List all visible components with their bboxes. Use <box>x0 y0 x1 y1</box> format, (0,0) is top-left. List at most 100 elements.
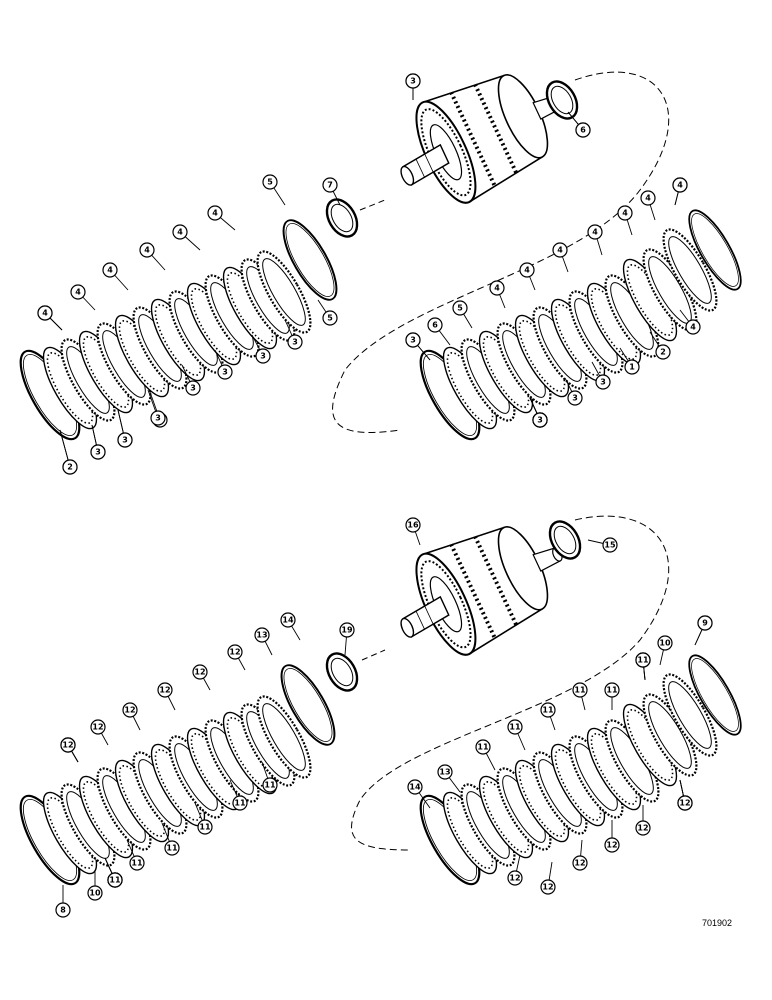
callout-number: 13 <box>439 768 450 777</box>
callout-bubble <box>322 310 338 326</box>
callout-top-4: 4 <box>102 262 129 291</box>
callout-number: 3 <box>95 448 101 457</box>
callout-bubble <box>595 374 611 390</box>
callout-bubble <box>604 837 620 853</box>
callout-bottom-12: 12 <box>572 839 588 871</box>
callout-bubble <box>87 885 103 901</box>
bottom-left-clutch-stack <box>8 657 346 894</box>
callout-number: 4 <box>144 246 150 255</box>
callout-bubble <box>405 332 421 348</box>
callout-bubble <box>122 702 138 718</box>
callout-bottom-11: 11 <box>507 719 526 751</box>
callout-number: 4 <box>622 209 628 218</box>
callout-bottom-12: 12 <box>540 861 556 895</box>
callout-top-2: 2 <box>59 429 78 475</box>
callout-top-3: 3 <box>90 424 106 460</box>
callout-bubble <box>604 682 620 698</box>
callout-bottom-10: 10 <box>87 870 103 901</box>
callout-bottom-12: 12 <box>677 779 693 811</box>
callout-top-4: 4 <box>489 280 506 309</box>
callout-bubble <box>532 412 548 428</box>
callout-number: 2 <box>660 348 666 357</box>
callout-bubble <box>640 190 656 206</box>
callout-bubble <box>55 902 71 918</box>
callout-number: 11 <box>109 876 121 885</box>
callout-bubble <box>262 174 278 190</box>
callout-bubble <box>427 317 443 333</box>
callout-top-3: 3 <box>591 361 611 390</box>
callout-bubble <box>157 682 173 698</box>
callout-bubble <box>102 262 118 278</box>
bottom-assembly <box>8 499 751 894</box>
callout-number: 1 <box>629 363 635 372</box>
callout-top-6: 6 <box>567 111 591 138</box>
callout-number: 12 <box>509 874 520 883</box>
drawing-number: 701902 <box>701 918 732 928</box>
callout-number: 14 <box>409 783 421 792</box>
callout-bottom-9: 9 <box>694 615 713 646</box>
callout-number: 11 <box>509 723 521 732</box>
callout-top-3: 3 <box>117 409 133 448</box>
callout-number: 11 <box>542 706 554 715</box>
callout-bubble <box>475 739 491 755</box>
callout-bubble <box>107 872 123 888</box>
callout-bottom-12: 12 <box>60 737 79 763</box>
callout-number: 6 <box>580 126 586 135</box>
callout-number: 11 <box>264 781 276 790</box>
callout-number: 12 <box>542 883 553 892</box>
callout-number: 12 <box>606 841 617 850</box>
callout-top-6: 6 <box>427 317 451 346</box>
callout-bubble <box>287 334 303 350</box>
callout-bubble <box>407 779 423 795</box>
callout-bottom-12: 12 <box>635 805 651 836</box>
callout-bubble <box>129 855 145 871</box>
callout-number: 5 <box>327 314 333 323</box>
callout-number: 19 <box>341 626 353 635</box>
callout-number: 10 <box>89 889 101 898</box>
callout-bubble <box>540 702 556 718</box>
callout-top-2: 2 <box>649 331 671 360</box>
callout-top-7: 7 <box>322 177 341 206</box>
callout-bottom-12: 12 <box>192 664 211 691</box>
callout-bottom-10: 10 <box>657 635 673 666</box>
callout-number: 4 <box>645 194 651 203</box>
callout-top-4: 4 <box>672 177 688 206</box>
callout-number: 4 <box>557 246 563 255</box>
callout-number: 3 <box>190 384 196 393</box>
callout-number: 3 <box>292 338 298 347</box>
callout-bottom-13: 13 <box>254 627 273 656</box>
callout-bottom-12: 12 <box>157 682 176 711</box>
callout-number: 7 <box>327 181 333 190</box>
callout-top-4: 4 <box>617 205 633 236</box>
callout-number: 12 <box>229 648 240 657</box>
callout-top-5: 5 <box>317 299 338 326</box>
callout-bubble <box>150 410 166 426</box>
callout-bubble <box>507 870 523 886</box>
callout-number: 3 <box>537 416 543 425</box>
callout-number: 5 <box>267 178 273 187</box>
callout-number: 12 <box>159 686 170 695</box>
callout-top-3: 3 <box>405 332 431 361</box>
seal-ring-7-upper <box>539 74 585 126</box>
callout-bubble <box>677 795 693 811</box>
callout-bottom-8: 8 <box>55 885 71 918</box>
callout-bottom-14: 14 <box>407 779 431 809</box>
left-clutch-stack <box>8 212 348 449</box>
callout-number: 4 <box>494 284 500 293</box>
callout-number: 12 <box>124 706 135 715</box>
callout-number: 4 <box>42 309 48 318</box>
callout-number: 3 <box>260 352 266 361</box>
callout-bubble <box>405 517 421 533</box>
callout-bubble <box>227 644 243 660</box>
callout-bottom-11: 11 <box>572 682 588 711</box>
callout-bubble <box>164 840 180 856</box>
callout-bubble <box>507 719 523 735</box>
callout-bubble <box>685 319 701 335</box>
callout-bottom-11: 11 <box>104 857 123 888</box>
callout-bubble <box>672 177 688 193</box>
callout-number: 14 <box>282 616 294 625</box>
callout-number: 9 <box>702 619 708 628</box>
callout-number: 4 <box>75 288 81 297</box>
callout-bottom-12: 12 <box>507 854 523 886</box>
